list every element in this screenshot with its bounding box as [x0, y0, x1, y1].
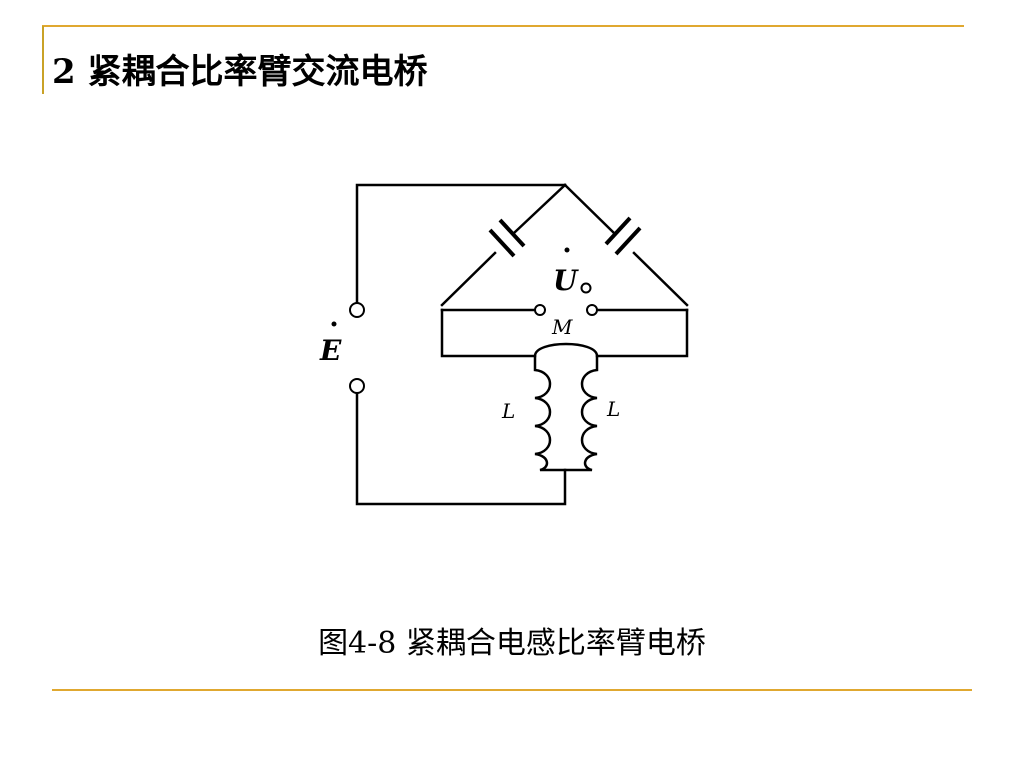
left-inductor-label: L — [501, 399, 515, 423]
wire-left-down — [440, 308, 537, 358]
wire-cap-right-upper — [563, 183, 615, 234]
cap-left-plate-b — [488, 228, 516, 258]
wire-cap-left-upper — [513, 183, 567, 234]
figure-caption: 图4-8 紧耦合电感比率臂电桥 — [318, 626, 706, 661]
cap-left-plate-a — [498, 218, 526, 248]
title-accent-bar — [42, 26, 44, 94]
source-terminal-bottom — [349, 378, 365, 394]
output-phasor-dot — [564, 247, 570, 253]
output-terminal-left — [534, 304, 546, 316]
cap-right-plate-b — [614, 226, 642, 256]
source-terminal-top — [349, 302, 365, 318]
right-inductor-label: L — [606, 397, 620, 421]
output-label: U — [553, 264, 579, 297]
wire-top — [355, 183, 567, 318]
source-phasor-dot — [331, 321, 337, 327]
wire-right-down — [595, 308, 689, 358]
slide-title: 2 紧耦合比率臂交流电桥 — [52, 52, 428, 92]
wire-cap-left-lower — [440, 251, 497, 307]
inductor-left-coil — [533, 356, 565, 472]
source-label: E — [319, 334, 342, 367]
output-terminal-right — [586, 304, 598, 316]
output-subscript-ring — [580, 282, 592, 294]
inductor-right-coil — [565, 356, 599, 472]
coil-top-arch — [533, 342, 599, 357]
mutual-inductance-label: M — [551, 315, 573, 339]
bottom-rule — [52, 689, 972, 691]
title-top-rule — [42, 25, 964, 27]
cap-right-plate-a — [604, 216, 632, 246]
wire-bottom — [355, 390, 567, 506]
wire-cap-right-lower — [632, 251, 689, 307]
